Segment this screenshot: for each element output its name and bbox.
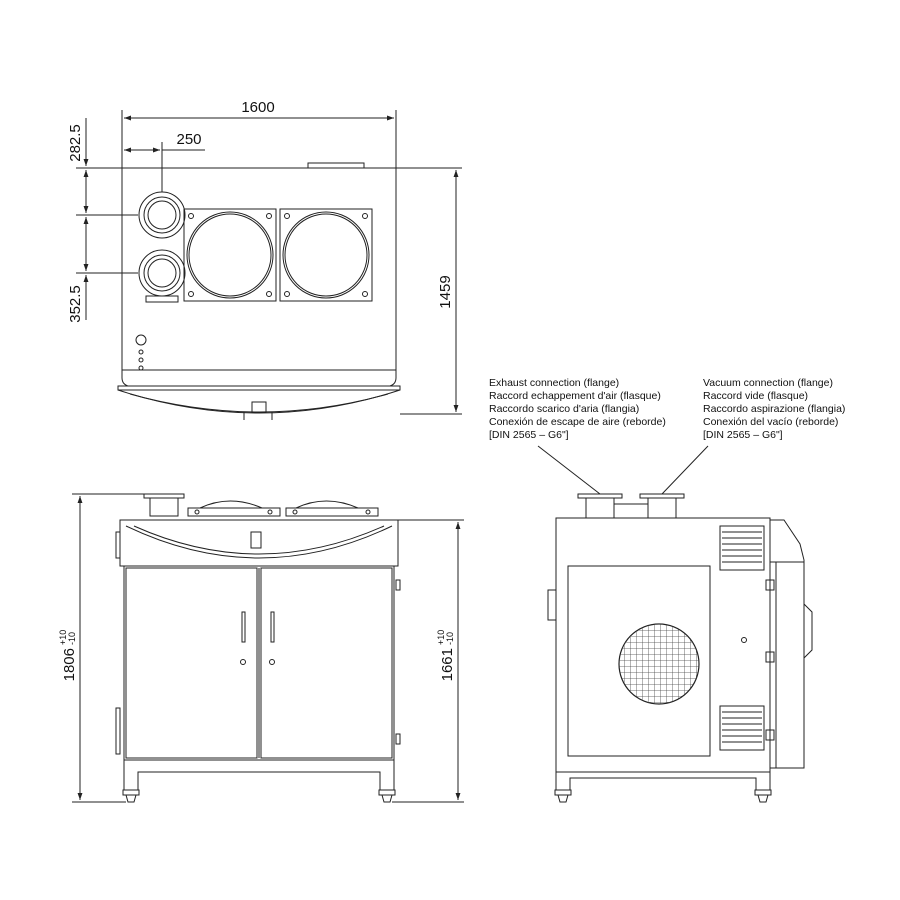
front-view <box>72 493 464 803</box>
vacuum-callout-line: Conexión del vacío (reborde) <box>703 416 839 428</box>
dim-body-height-tol-lower: -10 <box>445 632 455 645</box>
dim-overall-width: 1600 <box>241 99 274 116</box>
dim-total-height-tol-lower: -10 <box>67 632 77 645</box>
vacuum-callout-line: [DIN 2565 – G6"] <box>703 429 783 441</box>
dim-flange-offset: 250 <box>176 131 201 148</box>
exhaust-callout: Exhaust connection (flange) Raccord echa… <box>489 377 666 442</box>
top-view <box>76 110 462 420</box>
top-fan-left <box>183 208 277 302</box>
dim-top-margin: 282.5 <box>67 124 84 162</box>
dim-body-height: 1661 <box>439 648 456 681</box>
dim-total-height-group: 1806 +10 -10 <box>58 630 78 682</box>
dim-body-height-tol-upper: +10 <box>436 630 446 645</box>
vacuum-callout-line: Raccordo aspirazione (flangia) <box>703 403 846 415</box>
top-flange-upper <box>138 191 186 239</box>
vacuum-callout-line: Vacuum connection (flange) <box>703 377 833 389</box>
dim-flange-spacing: 352.5 <box>67 285 84 323</box>
vacuum-callout-line: Raccord vide (flasque) <box>703 390 809 402</box>
dim-body-height-group: 1661 +10 -10 <box>436 630 456 682</box>
dim-total-height-tol-upper: +10 <box>58 630 68 645</box>
exhaust-callout-line: Raccord echappement d'air (flasque) <box>489 390 661 402</box>
top-fan-right <box>279 208 373 302</box>
front-view-outline <box>119 519 399 567</box>
exhaust-callout-line: Conexión de escape de aire (reborde) <box>489 416 666 428</box>
top-flange-lower <box>138 249 186 297</box>
exhaust-callout-line: Raccordo scarico d'aria (flangia) <box>489 403 640 415</box>
exhaust-callout-line: [DIN 2565 – G6"] <box>489 429 569 441</box>
exhaust-callout-line: Exhaust connection (flange) <box>489 377 620 389</box>
vacuum-callout: Vacuum connection (flange) Raccord vide … <box>703 377 845 442</box>
dim-depth: 1459 <box>437 275 454 308</box>
side-view <box>537 445 813 803</box>
dim-total-height: 1806 <box>61 648 78 681</box>
